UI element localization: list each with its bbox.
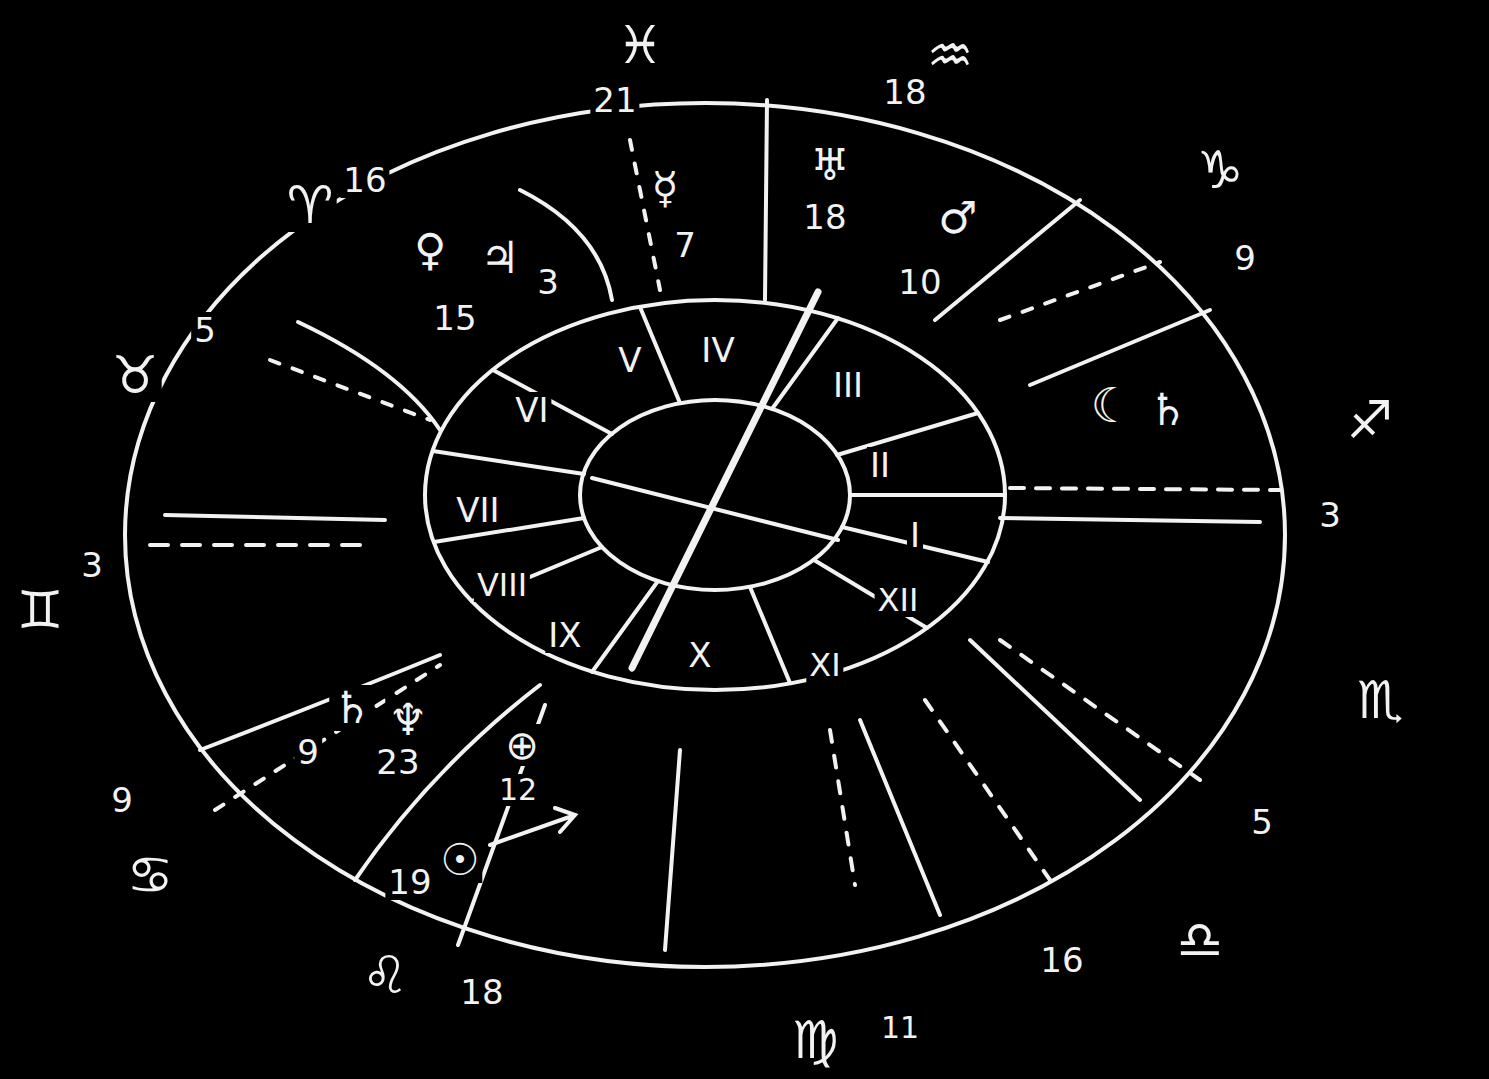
planet-position: 18 (800, 199, 849, 235)
zodiac-cusp: 9 (1231, 240, 1259, 276)
zodiac-cusp: 18 (880, 74, 929, 110)
planet-position: ♄ (1145, 387, 1190, 433)
zodiac-cusp: ♊ (14, 583, 67, 637)
zodiac-cusp: 16 (1037, 942, 1086, 978)
zodiac-cusp: ♒ (924, 28, 977, 82)
house-numeral: II (867, 447, 893, 483)
planet-position: 3 (534, 264, 562, 300)
planet-position: 15 (430, 300, 479, 336)
zodiac-cusp: 5 (191, 312, 219, 348)
zodiac-cusp: ♏ (1354, 673, 1407, 727)
house-numeral: V (615, 342, 644, 378)
zodiac-cusp: ♌ (359, 948, 412, 1002)
zodiac-cusp: ♐ (1344, 393, 1397, 447)
planet-position: ♀ (411, 227, 449, 273)
planet-position: 23 (373, 744, 422, 780)
zodiac-cusp: 5 (1248, 804, 1276, 840)
zodiac-cusp: ♑ (1194, 143, 1247, 197)
planet-position: 9 (294, 734, 322, 770)
house-numeral: XI (806, 648, 843, 682)
zodiac-cusp: 3 (1316, 497, 1344, 533)
house-numeral: X (685, 637, 714, 673)
planet-position: ♂ (935, 195, 980, 241)
zodiac-cusp: 18 (457, 974, 506, 1010)
zodiac-cusp: 3 (78, 547, 106, 583)
zodiac-cusp: ♎ (1174, 913, 1227, 967)
zodiac-cusp: 11 (878, 1012, 922, 1044)
zodiac-cusp: ♋ (124, 848, 177, 902)
house-numeral: IV (698, 332, 737, 368)
planet-position: 12 (496, 774, 540, 806)
house-numeral: III (830, 367, 866, 403)
zodiac-cusp: 21 (590, 82, 639, 118)
planet-position: ♄ (329, 685, 374, 731)
zodiac-cusp: ♓ (614, 18, 667, 72)
zodiac-cusp: 16 (340, 162, 389, 198)
house-numeral: XII (875, 583, 922, 617)
zodiac-cusp: ♈ (284, 178, 337, 232)
planet-position: 10 (895, 264, 944, 300)
zodiac-cusp: 9 (108, 782, 136, 818)
planet-position: ☾ (1087, 380, 1136, 430)
house-numeral: VI (512, 392, 551, 428)
zodiac-cusp: ♉ (109, 348, 162, 402)
planet-position: 7 (671, 227, 699, 263)
planet-position: ♆ (385, 697, 430, 743)
planet-position: ♃ (477, 235, 522, 281)
planet-position: ☿ (648, 165, 681, 211)
zodiac-cusp: ♍ (789, 1013, 842, 1067)
house-numeral: IX (545, 617, 584, 653)
planet-position: ♅ (807, 142, 852, 188)
house-numeral: VIII (474, 568, 530, 602)
planet-position: ⊕ (502, 724, 542, 766)
house-numeral: I (907, 517, 923, 553)
planet-position: ☉ (437, 837, 482, 883)
house-numeral: VII (453, 492, 502, 528)
planet-position: 19 (385, 864, 434, 900)
